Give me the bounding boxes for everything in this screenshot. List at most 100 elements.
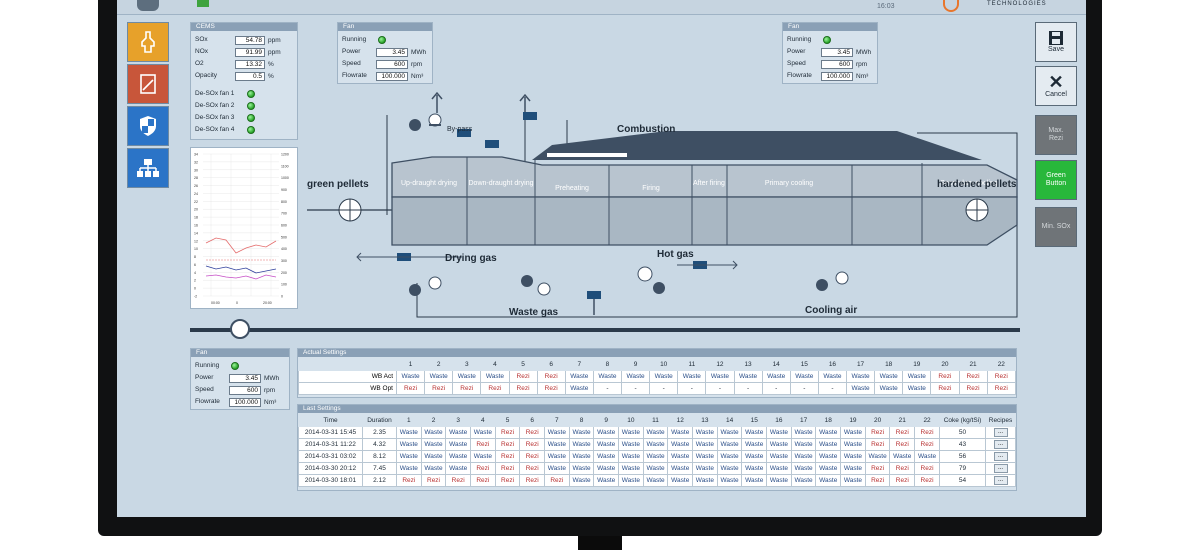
recipe-button[interactable]: ...: [993, 452, 1008, 461]
min-sox-button[interactable]: Min. SOx: [1035, 207, 1077, 247]
duration-header: Duration: [362, 414, 397, 427]
table-cell[interactable]: Waste: [480, 370, 510, 383]
coke-cell: 43: [939, 438, 986, 451]
green-button[interactable]: Green Button: [1035, 160, 1077, 200]
table-cell[interactable]: Waste: [902, 370, 932, 383]
table-cell[interactable]: -: [733, 382, 763, 395]
table-cell[interactable]: Waste: [649, 370, 679, 383]
table-cell: Waste: [815, 426, 842, 439]
table-cell[interactable]: Waste: [874, 382, 904, 395]
trend-right-tick: 500: [281, 235, 287, 239]
max-rezi-button[interactable]: Max. Rezi: [1035, 115, 1077, 155]
table-cell[interactable]: Rezi: [930, 382, 960, 395]
table-cell[interactable]: Rezi: [958, 370, 988, 383]
table-cell[interactable]: Waste: [564, 370, 594, 383]
table-cell[interactable]: Rezi: [958, 382, 988, 395]
table-cell[interactable]: Waste: [874, 370, 904, 383]
recipe-button[interactable]: ...: [993, 464, 1008, 473]
table-cell[interactable]: Waste: [592, 370, 623, 383]
column-header: 18: [815, 414, 842, 427]
fan-hot-gas[interactable]: [637, 266, 665, 294]
table-cell[interactable]: Waste: [845, 382, 876, 395]
damper[interactable]: [523, 112, 537, 120]
table-cell[interactable]: Rezi: [395, 382, 426, 395]
table-cell[interactable]: Waste: [620, 370, 651, 383]
table-cell: Waste: [766, 462, 792, 475]
nav-report[interactable]: [127, 64, 169, 104]
table-cell[interactable]: -: [761, 382, 791, 395]
fan-bypass[interactable]: [409, 113, 442, 131]
home-icon[interactable]: [137, 0, 159, 11]
table-cell[interactable]: Waste: [789, 370, 819, 383]
table-cell[interactable]: -: [677, 382, 707, 395]
table-cell[interactable]: Rezi: [508, 370, 538, 383]
time-cell: 2014-03-31 11:22: [298, 438, 363, 451]
table-cell[interactable]: Waste: [564, 382, 594, 395]
table-cell[interactable]: Waste: [761, 370, 791, 383]
table-cell[interactable]: Waste: [733, 370, 763, 383]
column-header: 16: [817, 358, 848, 371]
table-cell[interactable]: Waste: [395, 370, 426, 383]
fan-waste[interactable]: [521, 275, 551, 296]
trend-left-tick: 2: [194, 279, 196, 283]
table-cell[interactable]: Waste: [452, 370, 482, 383]
logo-icon: [943, 0, 959, 12]
table-cell[interactable]: -: [705, 382, 735, 395]
table-cell: Waste: [642, 462, 669, 475]
table-cell[interactable]: Rezi: [452, 382, 482, 395]
nav-hierarchy[interactable]: [127, 148, 169, 188]
power-label: Power: [342, 48, 361, 55]
table-cell[interactable]: Rezi: [508, 382, 538, 395]
instrument-icon: [141, 31, 155, 53]
cancel-button[interactable]: ✕ Cancel: [1035, 66, 1077, 106]
table-cell[interactable]: Rezi: [930, 370, 960, 383]
table-cell: Waste: [544, 462, 570, 475]
table-cell: Waste: [568, 474, 595, 487]
damper[interactable]: [485, 140, 499, 148]
table-cell[interactable]: Rezi: [424, 382, 454, 395]
table-cell[interactable]: Waste: [845, 370, 876, 383]
nav-security[interactable]: [127, 106, 169, 146]
column-header: 19: [902, 358, 932, 371]
cems-title: CEMS: [191, 23, 297, 31]
waste-gas-label: Waste gas: [509, 307, 559, 318]
damper[interactable]: [587, 291, 601, 299]
table-cell: Waste: [618, 438, 644, 451]
table-cell[interactable]: Rezi: [480, 382, 510, 395]
table-cell[interactable]: Waste: [424, 370, 454, 383]
table-cell[interactable]: Rezi: [986, 382, 1017, 395]
table-cell[interactable]: Rezi: [536, 370, 566, 383]
table-cell[interactable]: Waste: [677, 370, 707, 383]
table-cell[interactable]: -: [789, 382, 819, 395]
bypass-damper[interactable]: [457, 129, 471, 137]
table-cell[interactable]: Waste: [705, 370, 735, 383]
fan-drying[interactable]: [409, 276, 442, 296]
save-button[interactable]: Save: [1035, 22, 1077, 62]
table-cell[interactable]: Rezi: [536, 382, 566, 395]
nox-label: NOx: [195, 48, 208, 55]
nav-instrument[interactable]: [127, 22, 169, 62]
table-cell[interactable]: Waste: [902, 382, 932, 395]
table-cell: Waste: [420, 426, 447, 439]
trend-left-tick: 32: [194, 160, 198, 164]
recipe-button[interactable]: ...: [993, 428, 1008, 437]
running-led: [378, 36, 386, 44]
recipe-button[interactable]: ...: [993, 440, 1008, 449]
trend-right-tick: 300: [281, 259, 287, 263]
table-cell: Waste: [568, 450, 595, 463]
table-cell[interactable]: -: [817, 382, 848, 395]
recipe-button[interactable]: ...: [993, 476, 1008, 485]
table-cell[interactable]: Waste: [817, 370, 848, 383]
table-cell[interactable]: Rezi: [986, 370, 1017, 383]
table-cell[interactable]: -: [649, 382, 679, 395]
table-cell[interactable]: -: [592, 382, 623, 395]
table-cell: Waste: [790, 426, 817, 439]
table-cell[interactable]: -: [620, 382, 651, 395]
fan-cooling[interactable]: [816, 271, 849, 291]
